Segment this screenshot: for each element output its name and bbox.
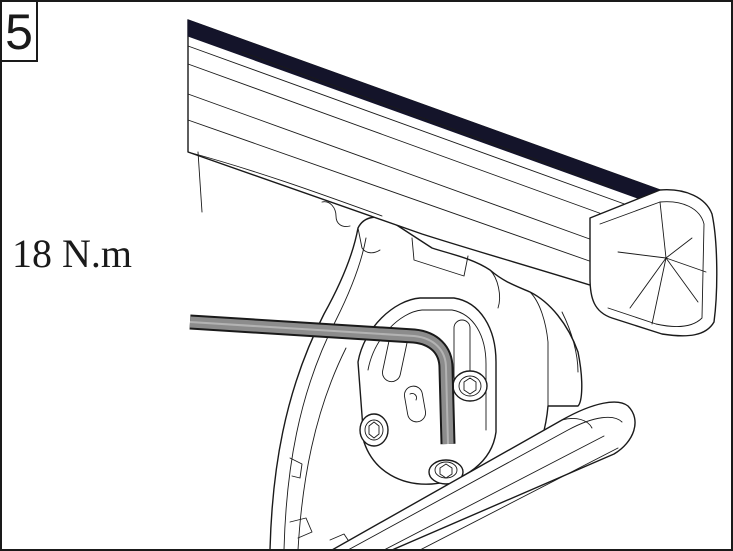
hex-key-icon [189,314,456,445]
step-number: 5 [5,4,33,60]
step-number-box: 5 [2,2,38,62]
roof-rail-bar [187,19,718,337]
clamp-jaw [332,401,636,549]
socket-head-bolt-icon [359,413,389,447]
socket-head-bolt-icon [452,370,488,402]
torque-spec-label: 18 N.m [12,231,132,276]
socket-head-bolt-icon [428,459,464,485]
